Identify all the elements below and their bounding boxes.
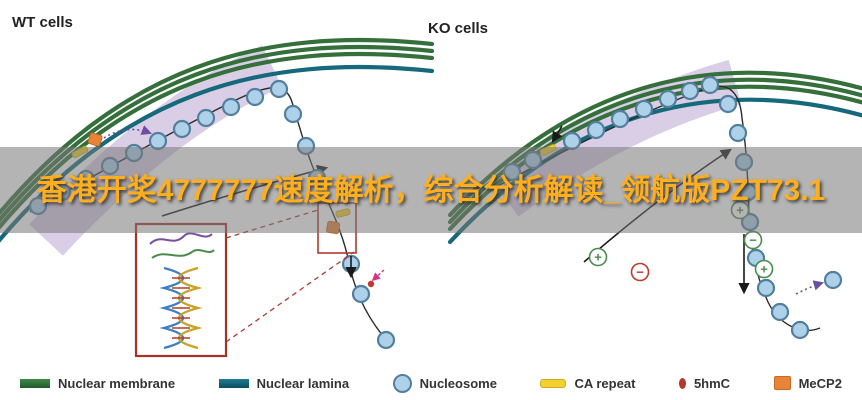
- legend-label: Nuclear membrane: [58, 375, 176, 391]
- protein-ribbon: [151, 249, 215, 259]
- dna-helix-rungs: [172, 277, 190, 339]
- charge-sign-badge: +: [754, 259, 774, 279]
- dna-helix-strand: [159, 266, 185, 350]
- legend-item-ca-repeat: CA repeat: [540, 376, 635, 391]
- nucleosome-swatch: [392, 373, 412, 393]
- sign-symbol: −: [749, 233, 757, 248]
- legend-item-5hmc: 5hmC: [678, 375, 731, 391]
- legend-item-mecp2: MeCP2: [773, 375, 842, 391]
- legend-label: MeCP2: [798, 375, 842, 391]
- inset-connector: [225, 251, 355, 343]
- nucleosome: [376, 330, 396, 350]
- legend-bar: Nuclear membrane Nuclear lamina Nucleoso…: [0, 366, 862, 400]
- protein-ribbon: [149, 232, 213, 245]
- 5hmc-swatch: [678, 377, 686, 389]
- nucleosome: [221, 97, 241, 117]
- sign-circle: [630, 262, 650, 282]
- nucleosome: [700, 75, 720, 95]
- legend-label: 5hmC: [693, 375, 731, 391]
- nucleosome: [351, 284, 371, 304]
- nucleosome: [790, 320, 810, 340]
- nucleosome: [770, 302, 790, 322]
- legend-label: CA repeat: [574, 375, 636, 391]
- sign-circle: [754, 259, 774, 279]
- 5hmc-mark: [367, 280, 375, 288]
- nucleosome: [756, 278, 776, 298]
- nucleosome: [172, 119, 192, 139]
- sign-symbol: +: [594, 250, 602, 265]
- nuclear-membrane-swatch: [20, 378, 50, 388]
- wt-panel-label: WT cells: [12, 14, 73, 31]
- legend-label: Nucleosome: [419, 375, 497, 391]
- sign-symbol: −: [636, 265, 644, 280]
- nucleosome: [196, 108, 216, 128]
- dna-helix-strand: [177, 266, 203, 350]
- legend-item-nucleosome: Nucleosome: [392, 373, 497, 393]
- legend-item-nuclear-lamina: Nuclear lamina: [218, 375, 350, 391]
- nucleosome: [283, 104, 303, 124]
- 5hmc-pointer: [371, 269, 385, 282]
- ca-repeat-swatch: [540, 378, 567, 388]
- charge-sign-badge: −: [743, 230, 763, 250]
- sign-symbol: +: [760, 262, 768, 277]
- ko-panel-label: KO cells: [428, 20, 489, 37]
- nucleosome: [718, 94, 738, 114]
- ca-pointer-arrow: [551, 125, 563, 143]
- nucleosome: [728, 123, 748, 143]
- charge-sign-badge: +: [588, 247, 608, 267]
- charge-sign-badges: +−+−+: [588, 200, 774, 282]
- nucleosome: [610, 109, 630, 129]
- sign-circle: [588, 247, 608, 267]
- nucleosome: [586, 120, 606, 140]
- mecp2-mark: [87, 132, 103, 147]
- overlay-banner: 香港开奖4777777速度解析，综合分析解读_领航版PZT73.1: [0, 147, 862, 233]
- legend-label: Nuclear lamina: [256, 375, 350, 391]
- legend-item-nuclear-membrane: Nuclear membrane: [20, 376, 175, 391]
- nucleosome: [245, 87, 265, 107]
- nucleosome: [634, 99, 654, 119]
- overlay-title: 香港开奖4777777速度解析，综合分析解读_领航版PZT73.1: [36, 173, 826, 207]
- nucleosome: [680, 81, 700, 101]
- nucleosome: [269, 79, 289, 99]
- charge-sign-badge: −: [630, 262, 650, 282]
- nucleosome: [658, 89, 678, 109]
- mecp2-swatch: [773, 376, 791, 390]
- nucleosome: [823, 270, 843, 290]
- nuclear-lamina-swatch: [218, 378, 249, 388]
- release-dotted-arrow: [795, 280, 824, 295]
